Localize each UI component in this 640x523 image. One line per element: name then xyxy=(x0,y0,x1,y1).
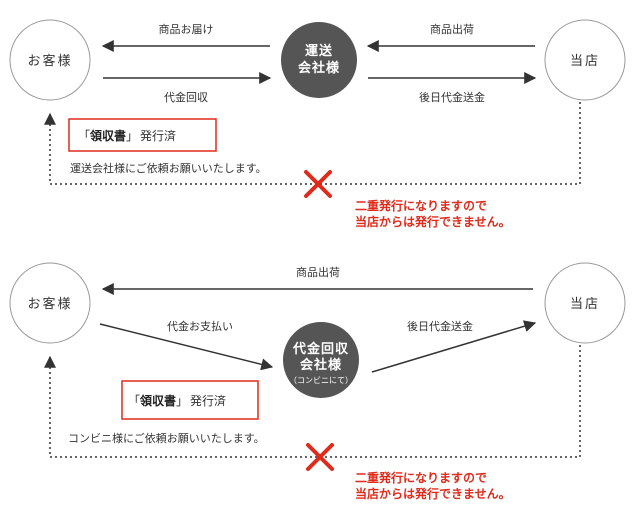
cross-mark-icon xyxy=(306,443,334,471)
dotted-return-path xyxy=(44,102,581,185)
carrier-label-line2: 会社様 xyxy=(298,60,340,76)
receipt-strong: 領収書 xyxy=(139,393,176,408)
warning-line1: 二重発行になりますので xyxy=(355,198,487,213)
receipt-text: 「領収書」発行済 xyxy=(128,393,226,408)
receipt-box: 「領収書」発行済 xyxy=(68,118,217,152)
arrow-shipment-label: 商品出荷 xyxy=(296,265,340,279)
shop-label: 当店 xyxy=(570,54,600,69)
collector-sub-label: （コンビニにて） xyxy=(289,376,353,385)
warning-line2: 当店からは発行できません。 xyxy=(355,214,511,229)
arrow-remit-label: 後日代金送金 xyxy=(419,90,485,104)
flow-2: お客様 当店 代金回収 会社様 （コンビニにて） 商品出荷 代金お支払い 後日代… xyxy=(9,262,626,501)
receipt-text: 「領収書」発行済 xyxy=(78,128,176,143)
arrow-shipment-label: 商品出荷 xyxy=(430,22,474,36)
cross-mark-icon xyxy=(304,170,332,198)
arrow-remit xyxy=(371,320,537,373)
receipt-bracket-open: 「 xyxy=(78,129,90,143)
collector-node: 代金回収 会社様 （コンビニにて） xyxy=(283,322,359,398)
receipt-box: 「領収書」発行済 xyxy=(121,380,259,420)
arrow-payment xyxy=(99,323,274,371)
shop-node: 当店 xyxy=(544,262,626,344)
collector-label-line2: 会社様 xyxy=(300,357,342,373)
receipt-bracket-close: 」 xyxy=(176,394,188,408)
receipt-bracket-open: 「 xyxy=(128,394,140,408)
customer-node: お客様 xyxy=(9,262,91,344)
collector-label-line1: 代金回収 xyxy=(292,341,349,357)
customer-node: お客様 xyxy=(9,19,91,101)
request-note: コンビニ様にご依頼お願いいたします。 xyxy=(68,431,265,445)
carrier-label-line1: 運送 xyxy=(305,43,333,59)
dotted-return-path xyxy=(44,345,581,458)
warning-line1: 二重発行になりますので xyxy=(355,470,487,485)
customer-label: お客様 xyxy=(27,296,72,312)
request-note: 運送会社様にご依頼お願いいたします。 xyxy=(70,161,267,175)
flow-1: お客様 運送 会社様 当店 商品お届け 代金回収 商品出荷 後日代金送金 「領収… xyxy=(9,19,626,229)
customer-label: お客様 xyxy=(27,53,72,69)
warning-line2: 当店からは発行できません。 xyxy=(355,486,511,501)
arrow-payment-label: 代金お支払い xyxy=(167,319,233,333)
receipt-suffix: 発行済 xyxy=(140,128,176,143)
arrow-payment-label: 代金回収 xyxy=(164,90,208,104)
shop-label: 当店 xyxy=(570,297,600,312)
receipt-bracket-close: 」 xyxy=(126,129,138,143)
carrier-node: 運送 会社様 xyxy=(281,22,357,98)
shop-node: 当店 xyxy=(544,19,626,101)
receipt-strong: 領収書 xyxy=(89,128,126,143)
arrow-delivery-label: 商品お届け xyxy=(159,22,214,36)
receipt-suffix: 発行済 xyxy=(190,393,226,408)
arrow-remit-label: 後日代金送金 xyxy=(407,319,473,333)
